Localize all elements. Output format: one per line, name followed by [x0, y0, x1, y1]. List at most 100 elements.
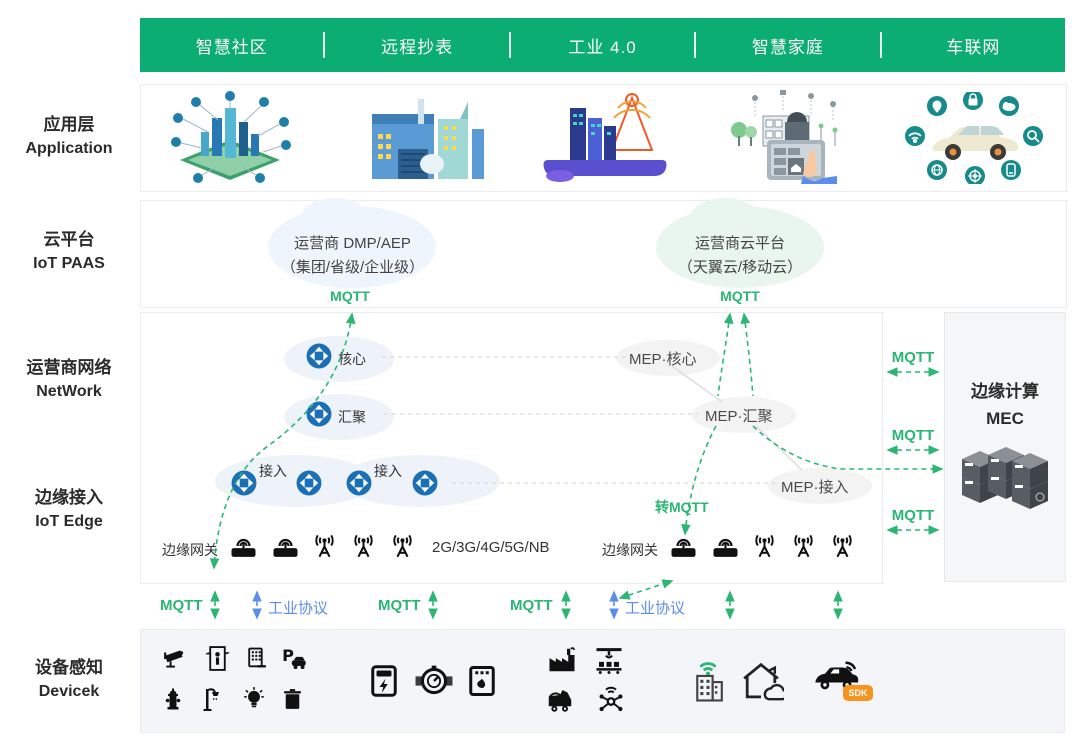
antenna-tower-icon [794, 534, 813, 558]
tab-remote-metering[interactable]: 远程抄表 [381, 37, 454, 57]
drone-icon [599, 686, 623, 712]
edge-gateway-label-right: 边缘网关 [602, 542, 658, 558]
layer-label-zh: 边缘接入 [35, 488, 103, 507]
smart-building-wifi-icon [696, 662, 723, 702]
parking-icon: P [282, 646, 306, 670]
tab-smart-community[interactable]: 智慧社区 [195, 37, 268, 57]
gateway-modem-icon [713, 538, 738, 557]
access-router-icon [346, 470, 372, 496]
mining-truck-icon [548, 690, 572, 712]
mep-agg-label: MEP·汇聚 [705, 408, 773, 425]
industrial-protocol-label-2: 工业协议 [625, 600, 686, 617]
smart-home-illustration [731, 90, 838, 184]
tab-separator [694, 32, 697, 58]
radio-tech-label: 2G/3G/4G/5G/NB [432, 539, 550, 556]
access-keypad-icon [248, 647, 266, 668]
device-layer-box [140, 629, 1065, 733]
gateway-modem-icon [671, 538, 696, 557]
mqtt-label-cloud2: MQTT [720, 288, 760, 304]
access-router-icon [412, 470, 438, 496]
gateway-modem-icon [273, 538, 298, 557]
sdk-badge: SDK [843, 685, 873, 701]
tab-industry-40[interactable]: 工业 4.0 [568, 37, 637, 57]
carrier-dmp-cloud-shape [300, 198, 370, 240]
layer-label-zh: 云平台 [43, 230, 95, 249]
scenario-tab-bar: 智慧社区 远程抄表 工业 4.0 智慧家庭 车联网 [140, 18, 1065, 72]
layer-label-cloud: 云平台 IoT PAAS [4, 228, 134, 276]
edge-gateway-label-left: 边缘网关 [162, 542, 218, 558]
smart-house-cloud-icon [743, 662, 784, 701]
antenna-tower-icon [315, 534, 334, 558]
access-router-icon [231, 470, 257, 496]
connected-car-sdk-icon [815, 661, 859, 690]
access-router-icon [296, 470, 322, 496]
mqtt-label-cloud1: MQTT [330, 288, 370, 304]
layer-label-en: NetWork [36, 383, 102, 400]
carrier-dmp-line2: （集团/省级/企业级） [280, 259, 425, 276]
electric-meter-icon [371, 665, 397, 697]
access-label-left: 接入 [259, 463, 287, 479]
aggregation-label: 汇聚 [338, 409, 366, 425]
gateway-modem-icon [231, 538, 256, 557]
mep-access-label: MEP·接入 [781, 479, 849, 496]
carrier-cloud-line2: （天翼云/移动云） [677, 259, 803, 276]
mqtt-link-label-3: MQTT [510, 597, 553, 614]
layer-label-zh: 运营商网络 [26, 358, 112, 377]
conveyor-icon [596, 648, 622, 674]
smart-bulb-icon [244, 687, 264, 708]
svg-text:P: P [282, 646, 294, 665]
mec-panel: 边缘计算 MEC [944, 312, 1066, 582]
antenna-tower-icon [833, 534, 852, 558]
carrier-cloud-line1: 运营商云平台 [694, 235, 785, 252]
layer-label-en: Devicek [38, 683, 100, 700]
carrier-cloud: 运营商云平台 （天翼云/移动云） [645, 232, 835, 280]
layer-label-en: IoT Edge [35, 513, 103, 530]
fire-hydrant-icon [165, 688, 181, 710]
mqtt-link-label-2: MQTT [378, 597, 421, 614]
industrial-protocol-label-1: 工业协议 [268, 600, 329, 617]
layer-label-application: 应用层 Application [4, 113, 134, 161]
aggregation-router-icon [306, 401, 332, 427]
industry40-illustration [543, 93, 667, 182]
layer-label-edge: 边缘接入 IoT Edge [4, 486, 134, 534]
layer-label-en: Application [25, 140, 113, 157]
mep-core-label: MEP·核心 [629, 351, 697, 368]
mep-access-cloud-shape [768, 468, 872, 504]
cctv-camera-icon [164, 650, 184, 668]
core-label: 核心 [338, 351, 366, 367]
core-router-icon [306, 343, 332, 369]
mqtt-label-mec-1: MQTT [891, 349, 935, 366]
mec-title-en: MEC [986, 409, 1024, 428]
factory-illustration [372, 99, 484, 179]
layer-label-device: 设备感知 Devicek [4, 656, 134, 704]
street-lamp-icon [203, 688, 219, 711]
connected-car-illustration [905, 92, 1043, 184]
antenna-tower-icon [393, 534, 412, 558]
layer-label-zh: 应用层 [43, 115, 95, 134]
access-label-right: 接入 [374, 463, 402, 479]
layer-label-en: IoT PAAS [33, 255, 105, 272]
tab-separator [879, 32, 882, 58]
carrier-cloud-shape [690, 198, 760, 240]
carrier-dmp-line1: 运营商 DMP/AEP [294, 235, 411, 252]
trash-bin-icon [284, 689, 301, 709]
elevator-icon [205, 646, 230, 671]
mqtt-label-mec-3: MQTT [891, 507, 935, 524]
gas-meter-icon [469, 666, 495, 696]
mec-title-zh: 边缘计算 [971, 382, 1039, 401]
water-meter-icon [415, 665, 453, 695]
mqtt-link-label-1: MQTT [160, 597, 203, 614]
mqtt-label-mec-2: MQTT [891, 427, 935, 444]
layer-label-network: 运营商网络 NetWork [4, 356, 134, 404]
tab-smart-home[interactable]: 智慧家庭 [751, 37, 824, 57]
layer-label-zh: 设备感知 [35, 658, 103, 677]
mec-servers-icon [962, 447, 1048, 509]
antenna-tower-icon [354, 534, 373, 558]
tab-separator [323, 32, 326, 58]
to-mqtt-label: 转MQTT [655, 499, 709, 515]
smart-city-illustration [171, 91, 291, 183]
tab-connected-vehicle[interactable]: 车联网 [946, 37, 1001, 57]
factory-icon [549, 647, 575, 672]
carrier-dmp-cloud: 运营商 DMP/AEP （集团/省级/企业级） [255, 232, 450, 280]
